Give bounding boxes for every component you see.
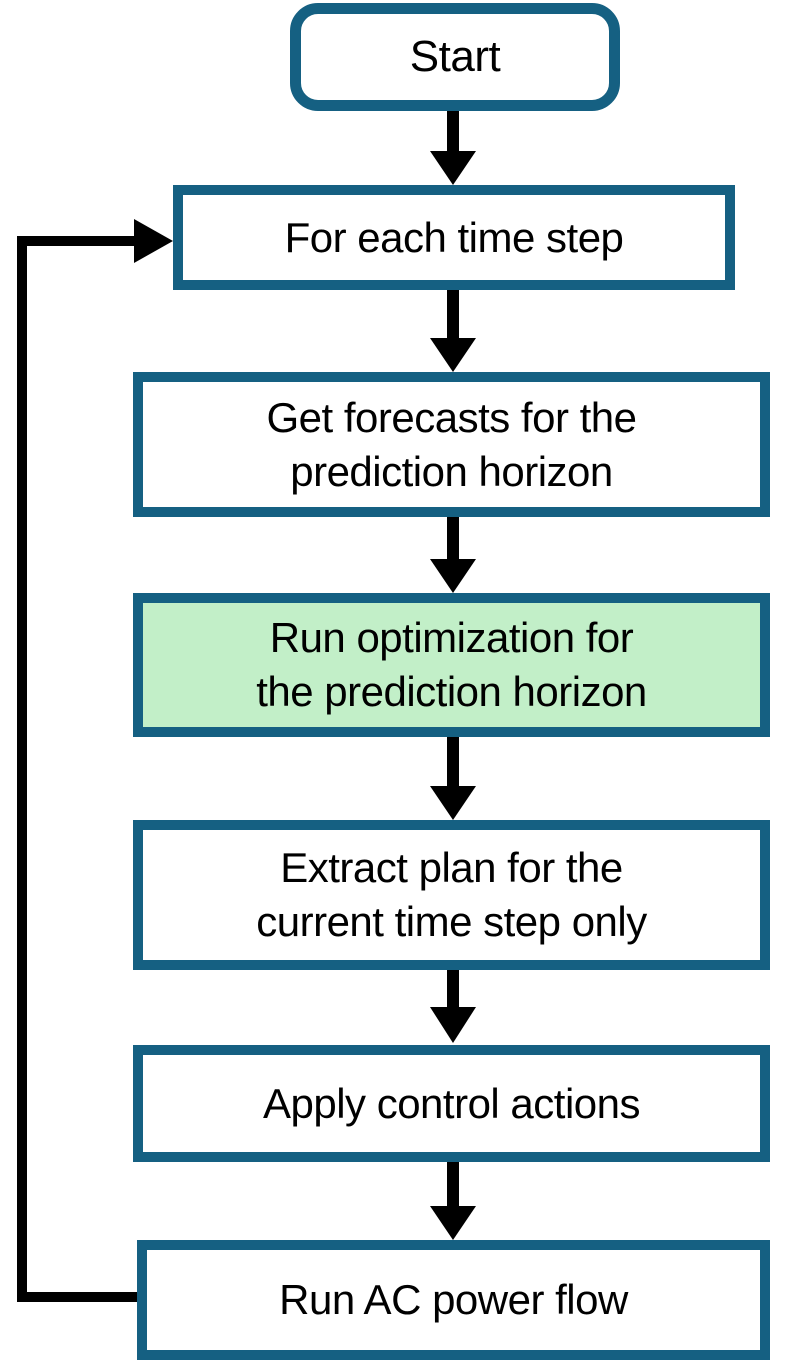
node-for-each-time-step-label: For each time step [284, 213, 624, 261]
arrow-optimize-to-extract [430, 735, 476, 820]
node-get-forecasts: Get forecasts for the prediction horizon [133, 372, 770, 517]
node-run-ac-power-flow-label: Run AC power flow [279, 1276, 628, 1324]
node-run-optimization-highlighted: Run optimization for the prediction hori… [133, 593, 770, 737]
node-get-forecasts-label: Get forecasts for the prediction horizon [266, 393, 637, 495]
node-run-ac-power-flow: Run AC power flow [137, 1240, 770, 1360]
node-extract-plan-label: Extract plan for the current time step o… [256, 844, 647, 945]
node-apply-control-actions: Apply control actions [133, 1045, 770, 1162]
loop-back-connector [17, 219, 173, 1302]
arrow-foreach-to-forecast [430, 288, 476, 372]
node-run-optimization-label: Run optimization for the prediction hori… [256, 614, 647, 715]
arrow-forecast-to-optimize [430, 515, 476, 593]
loop-right-arrowhead [134, 219, 173, 263]
node-start: Start [290, 3, 620, 111]
arrow-start-to-foreach [430, 110, 476, 185]
arrow-extract-to-apply [430, 968, 476, 1043]
node-extract-plan: Extract plan for the current time step o… [133, 820, 770, 970]
node-apply-control-actions-label: Apply control actions [262, 1079, 641, 1127]
node-for-each-time-step: For each time step [173, 185, 735, 290]
node-start-label: Start [409, 31, 501, 81]
arrow-apply-to-acflow [430, 1160, 476, 1240]
